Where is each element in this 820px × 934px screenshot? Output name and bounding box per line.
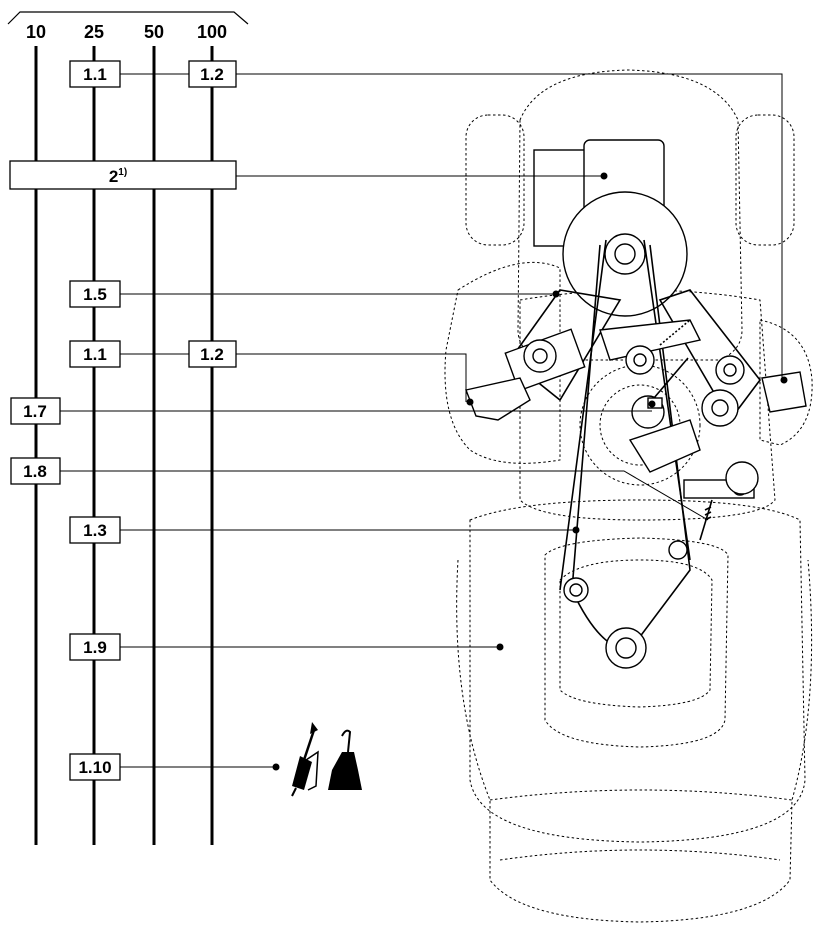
engine-block: [533, 139, 688, 317]
item-1-1-mid-label: 1.1: [83, 345, 107, 364]
grease-gun-icon: [291, 722, 319, 797]
item-1-10: 1.10: [69, 753, 121, 781]
interval-10-label: 10: [26, 22, 46, 42]
item-1-9-label: 1.9: [83, 638, 107, 657]
item-1-8: 1.8: [10, 457, 61, 485]
item-1-5: 1.5: [69, 280, 121, 308]
item-2-wide: 21): [9, 160, 237, 190]
item-2-label: 21): [109, 167, 127, 186]
interval-bracket: [7, 11, 249, 25]
leader-lines: [60, 73, 783, 768]
item-1-5-label: 1.5: [83, 285, 107, 304]
interval-50-label: 50: [144, 22, 164, 42]
callout-dots: [272, 172, 788, 771]
item-1-2-top: 1.2: [188, 60, 237, 88]
item-1-7-label: 1.7: [23, 402, 47, 421]
belt-drive: [465, 239, 807, 669]
item-1-3-label: 1.3: [83, 521, 107, 540]
item-1-2-mid-label: 1.2: [200, 345, 224, 364]
oil-can-icon: [328, 729, 362, 790]
item-1-1-top-label: 1.1: [83, 65, 107, 84]
item-1-3: 1.3: [69, 516, 121, 544]
item-1-7: 1.7: [10, 397, 61, 425]
item-1-10-label: 1.10: [78, 758, 111, 777]
interval-100-label: 100: [197, 22, 227, 42]
item-1-1-top: 1.1: [69, 60, 121, 88]
item-1-8-label: 1.8: [23, 462, 47, 481]
item-1-9: 1.9: [69, 633, 121, 661]
item-1-2-mid: 1.2: [188, 340, 237, 368]
item-1-1-mid: 1.1: [69, 340, 121, 368]
item-1-2-top-label: 1.2: [200, 65, 224, 84]
interval-25-label: 25: [84, 22, 104, 42]
